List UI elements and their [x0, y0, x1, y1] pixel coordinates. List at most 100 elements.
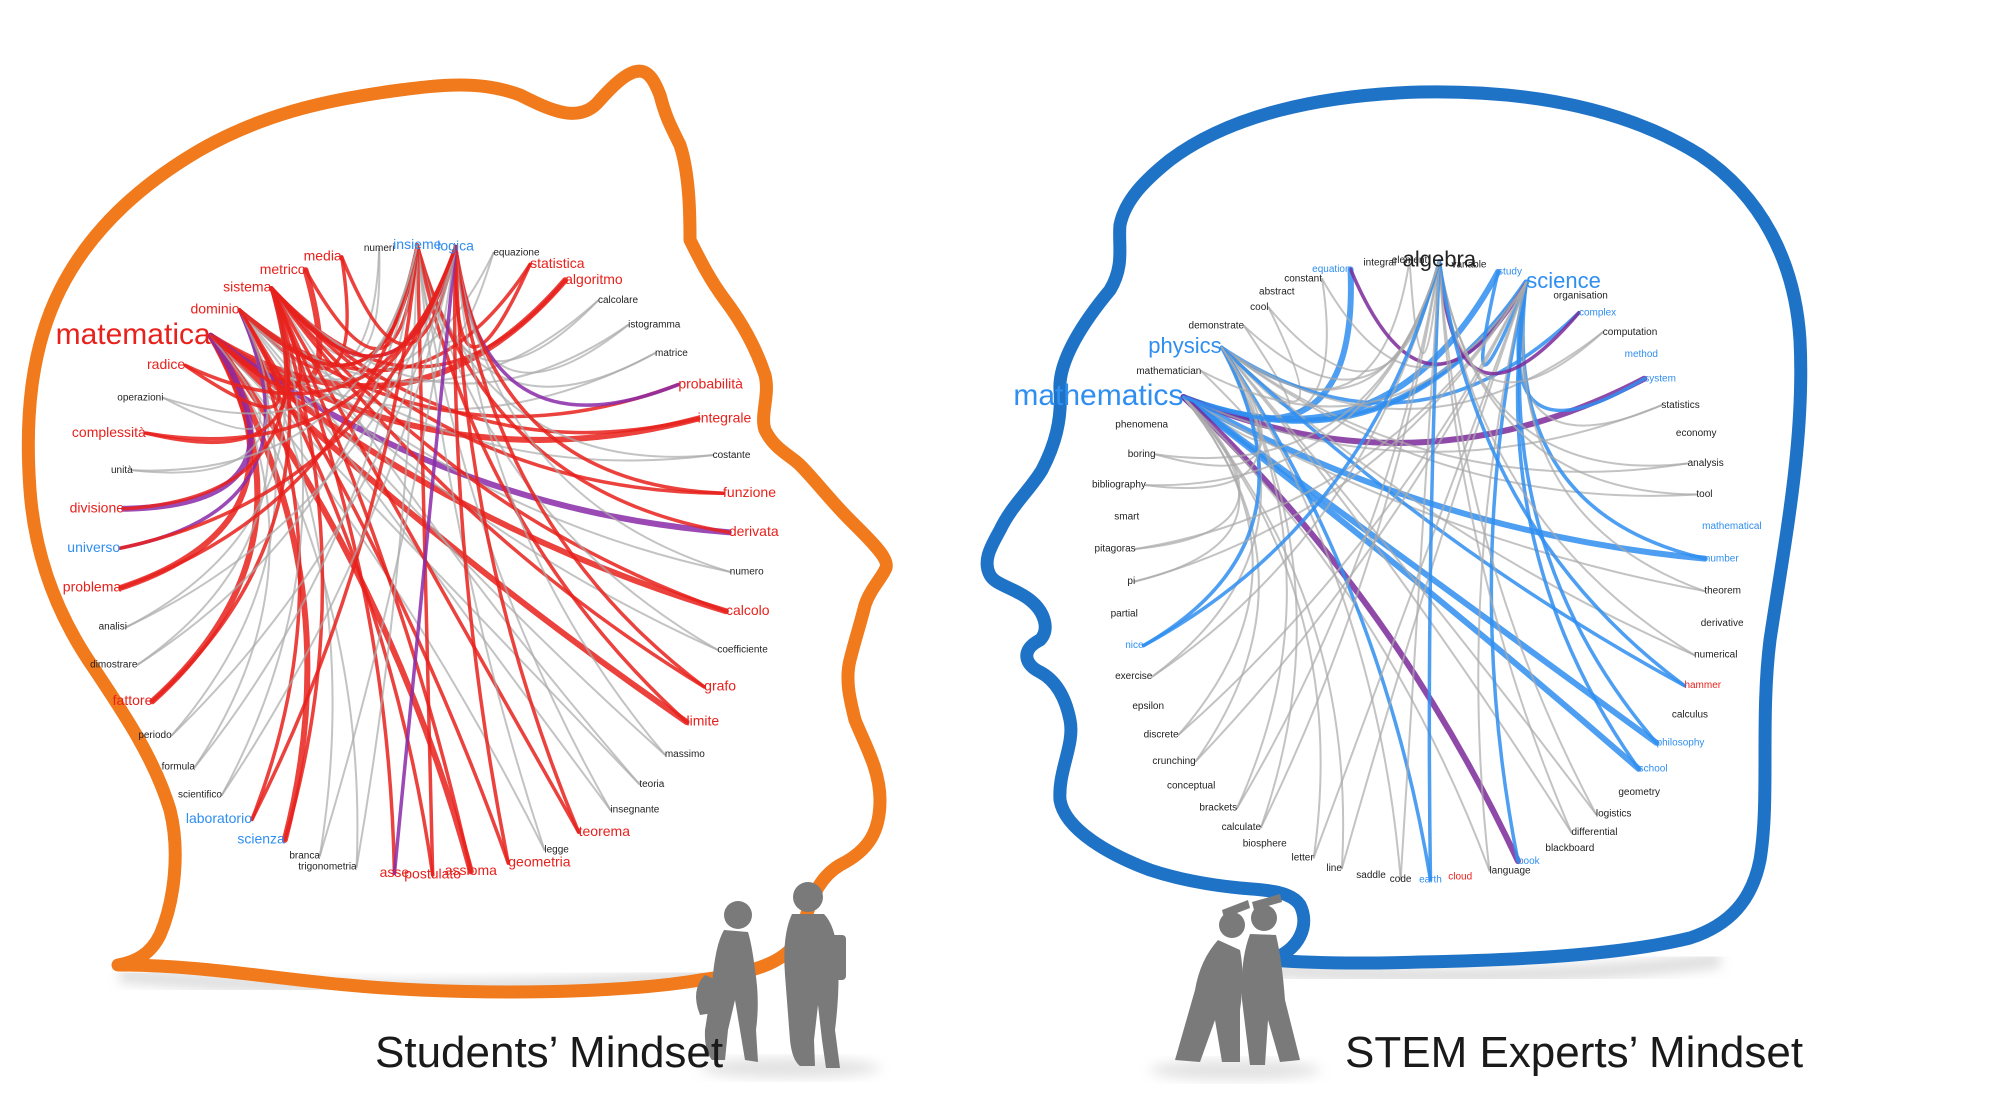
node-label-method: method [1625, 349, 1658, 360]
node-label-science: science [1526, 268, 1601, 293]
link-dominio-unita [131, 308, 269, 474]
node-label-logistics: logistics [1596, 809, 1632, 820]
experts-network-links [1134, 258, 1708, 882]
node-label-logica: logica [437, 237, 474, 253]
link-physics-boring [1154, 346, 1263, 467]
link-logica-analisi [125, 245, 457, 628]
node-label-coefficiente: coefficiente [717, 644, 768, 655]
node-label-assioma: assioma [445, 862, 497, 878]
node-label-constant: constant [1284, 274, 1322, 285]
link-logica-radice [183, 244, 458, 396]
node-label-universo: universo [67, 539, 120, 555]
link-algebra-numerical [1438, 259, 1696, 656]
node-label-unita: unità [111, 465, 133, 476]
node-label-number: number [1705, 553, 1740, 564]
node-label-phenomena: phenomena [1115, 420, 1168, 431]
node-label-analysis: analysis [1688, 458, 1724, 469]
node-label-statistica: statistica [530, 255, 585, 271]
node-label-derivata: derivata [729, 523, 779, 539]
experts-head-shadow [1269, 953, 1721, 983]
node-label-branca: branca [289, 850, 320, 861]
link-mathematics-statistics [1182, 396, 1663, 453]
node-label-scienza: scienza [237, 830, 285, 846]
node-label-bibliography: bibliography [1092, 480, 1146, 491]
link-logica-branca [318, 245, 457, 857]
node-label-geometria: geometria [508, 854, 570, 870]
experts-network-nodes: mathematicsmathematicianphysicsdemonstra… [1013, 247, 1761, 886]
node-label-variable: variable [1451, 259, 1486, 270]
node-label-school: school [1639, 763, 1668, 774]
node-label-equazione: equazione [493, 248, 540, 259]
node-label-integrale: integrale [698, 409, 752, 425]
link-insieme-operazioni [162, 244, 419, 415]
node-label-book: book [1518, 856, 1541, 867]
link-sistema-complessita [144, 286, 291, 445]
node-label-exercise: exercise [1115, 671, 1153, 682]
node-label-scientifico: scientifico [178, 790, 222, 801]
node-label-hammer: hammer [1684, 680, 1721, 691]
link-logica-asse [392, 244, 458, 876]
link-physics-nice [1141, 345, 1261, 648]
node-label-insegnante: insegnante [610, 805, 659, 816]
node-label-grafo: grafo [704, 678, 736, 694]
node-label-legge: legge [544, 845, 569, 856]
node-label-numeri: numeri [364, 243, 395, 254]
node-label-operazioni: operazioni [117, 393, 163, 404]
node-label-cloud: cloud [1448, 872, 1472, 883]
link-sistema-scienza [269, 286, 325, 842]
link-science-book [1489, 280, 1529, 863]
link-science-mathematician [1200, 281, 1528, 408]
link-science-pi [1134, 281, 1528, 583]
node-label-philosophy: philosophy [1657, 738, 1705, 749]
node-label-crunching: crunching [1152, 756, 1195, 767]
experts-head-outline [980, 85, 1808, 970]
link-physics-analysis [1220, 346, 1689, 473]
node-label-equation: equation [1312, 264, 1350, 275]
node-label-calcolo: calcolo [726, 602, 770, 618]
link-science-discrete [1177, 281, 1528, 736]
node-label-letter: letter [1291, 852, 1314, 863]
node-label-pitagoras: pitagoras [1095, 544, 1136, 555]
experts-mindset-caption: STEM Experts’ Mindset [1345, 1028, 1804, 1077]
link-physics-differential [1220, 346, 1573, 834]
link-algebra-boring [1154, 259, 1441, 459]
node-label-massimo: massimo [665, 749, 705, 760]
node-label-mathematics: mathematics [1013, 379, 1183, 412]
node-label-cool: cool [1250, 302, 1268, 313]
link-logica-massimo [454, 245, 666, 756]
node-label-analisi: analisi [99, 621, 127, 632]
link-sistema-divisione [122, 286, 288, 511]
node-label-sistema: sistema [223, 279, 271, 295]
node-label-boring: boring [1128, 449, 1156, 460]
link-physics-tool [1220, 346, 1698, 497]
node-label-laboratorio: laboratorio [186, 810, 252, 826]
link-science-theorem [1522, 281, 1706, 593]
node-label-calcolare: calcolare [598, 295, 638, 306]
node-label-abstract: abstract [1259, 286, 1295, 297]
node-label-problema: problema [63, 578, 122, 594]
node-label-divisione: divisione [70, 500, 125, 516]
node-label-mathematician: mathematician [1136, 366, 1201, 377]
node-label-teoria: teoria [639, 779, 664, 790]
link-dominio-radice [183, 308, 281, 409]
link-physics-brackets [1220, 346, 1288, 809]
node-label-periodo: periodo [138, 730, 172, 741]
node-label-dominio: dominio [191, 301, 240, 317]
node-label-formula: formula [162, 761, 196, 772]
node-label-calculus: calculus [1672, 710, 1708, 721]
node-label-element: element [1392, 255, 1428, 266]
node-label-smart: smart [1114, 511, 1139, 522]
link-physics-code [1220, 346, 1402, 881]
students-network-links [118, 243, 732, 877]
students-silhouette [696, 882, 880, 1078]
node-label-physics: physics [1148, 333, 1221, 358]
node-label-postulato: postulato [404, 866, 461, 882]
link-physics-computation [1220, 331, 1604, 410]
link-logica-numero [454, 245, 731, 573]
link-algebra-differential [1438, 259, 1573, 834]
node-label-statistics: statistics [1661, 400, 1699, 411]
node-label-code: code [1390, 874, 1412, 885]
node-label-matematica: matematica [56, 318, 211, 351]
node-label-costante: costante [713, 450, 751, 461]
